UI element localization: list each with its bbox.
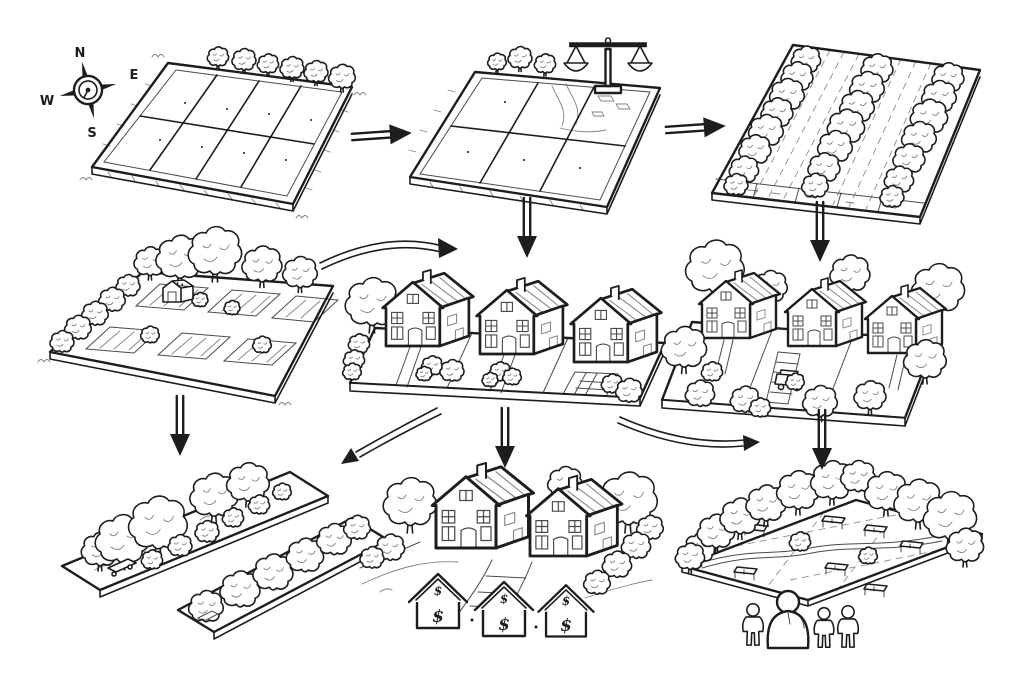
scene-three-houses-mature-yards [661,240,964,426]
scene-three-new-houses [343,268,667,407]
compass-label-south: S [87,126,96,141]
strip-1 [60,463,330,598]
compass-label-west: W [40,94,54,109]
arrow-gardens-to-houses [319,238,458,270]
planned-road-sketch [551,83,631,133]
tree-line [488,47,556,76]
house-icon [569,284,663,364]
compass-rose-icon: N E S W [40,46,139,141]
park-path [699,535,943,569]
scene-overgrown-strips [60,463,390,640]
compass-label-north: N [75,46,86,61]
arrow-houses-to-park [617,416,760,451]
house-icon [430,461,535,550]
people-group-icon [743,591,859,648]
scene-community-park [675,461,983,648]
dollar-sign: $ [434,584,442,598]
scene-two-houses-money: $ $ $ $ $ $ [359,461,664,638]
arrow-houses-to-strips [341,407,442,464]
scene-open-field-grid [79,47,367,219]
flow-arrows [168,114,834,472]
arrow-reallocation-down [515,196,539,260]
house-icon [381,268,475,348]
abandoned-car-icon [107,558,137,577]
house-icon [475,276,569,356]
scene-allotment-gardens [37,227,340,406]
scene-strip-field [710,43,982,225]
dollar-sign: $ [562,594,570,608]
scene-reallocated-field [408,37,662,215]
arrow-reallocation-to-strips [664,114,728,142]
garden-shed [162,279,194,303]
dollar-sign: $ [560,616,572,636]
dollar-sign: $ [500,592,508,606]
arrow-field-to-reallocation [350,121,414,149]
compass-label-east: E [130,68,139,83]
right-hedge [584,515,664,594]
arrow-gardens-down [168,394,192,458]
dollar-sign: $ [498,615,510,635]
person-large [766,589,810,650]
dollar-sign: $ [432,607,444,627]
balance-scale-icon [563,37,653,95]
arrow-houses-down [493,406,517,470]
